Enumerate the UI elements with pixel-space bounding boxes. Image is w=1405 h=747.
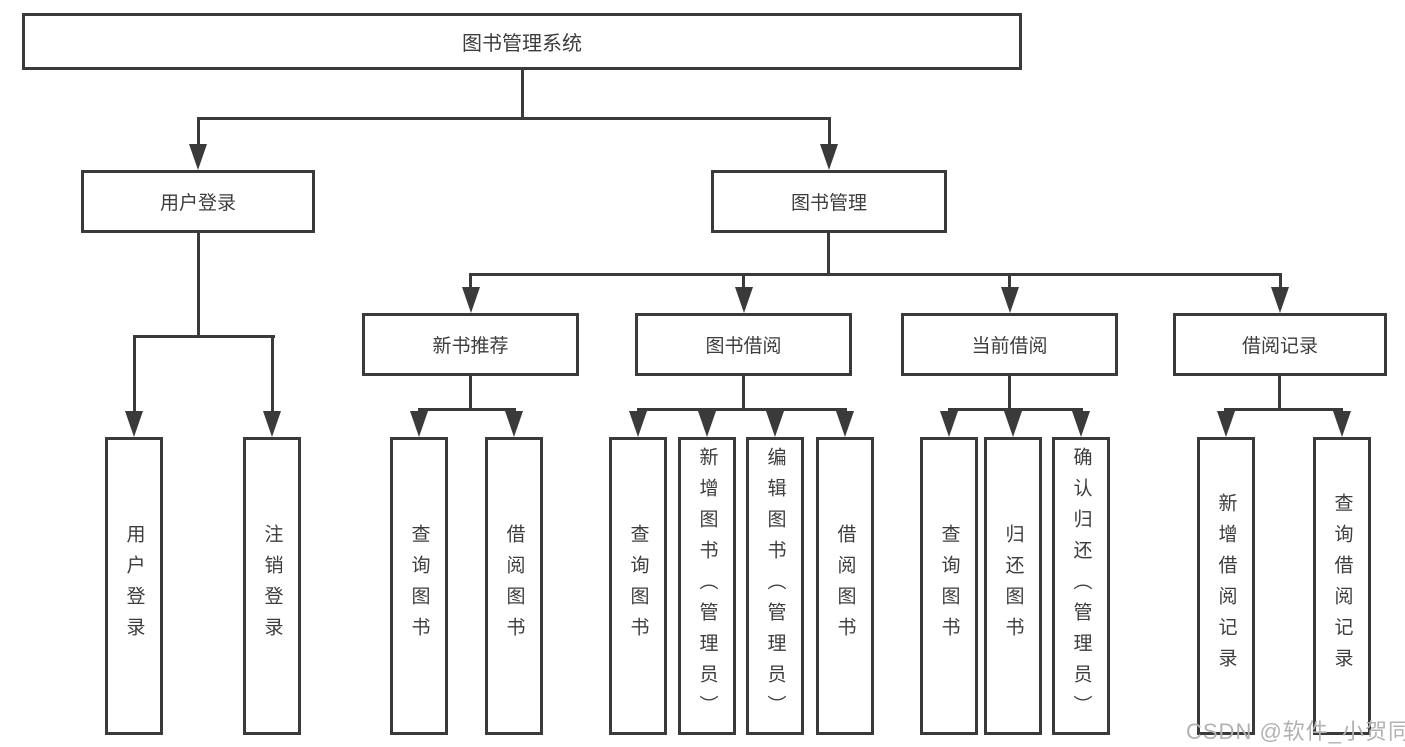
- connector-newbook-branch: [418, 408, 516, 411]
- arrow-down-icon: [263, 411, 281, 437]
- leaf-add-book-admin: 新增图书（管理员）: [678, 437, 736, 735]
- connector-records-stem: [1278, 376, 1281, 408]
- node-user-login: 用户登录: [81, 170, 315, 233]
- node-root-label: 图书管理系统: [462, 33, 582, 55]
- leaf-add-borrow-record: 新增借阅记录: [1197, 437, 1255, 735]
- node-new-book-recommend: 新书推荐: [362, 313, 579, 376]
- connector-newbook-stem: [469, 376, 472, 408]
- leaf-label: 查询图书: [938, 524, 960, 648]
- leaf-label: 查询图书: [627, 524, 649, 648]
- connector-bookmgmt-drop-2: [742, 273, 745, 289]
- leaf-label: 用户登录: [123, 524, 145, 648]
- leaf-label: 编辑图书（管理员）: [764, 446, 786, 726]
- leaf-query-book-1: 查询图书: [390, 437, 448, 735]
- leaf-label: 借阅图书: [834, 524, 856, 648]
- leaf-label: 确认归还（管理员）: [1070, 446, 1092, 726]
- connector-userlogin-right-drop: [271, 335, 274, 411]
- leaf-borrow-book-1: 借阅图书: [485, 437, 543, 735]
- leaf-query-book-2: 查询图书: [609, 437, 667, 735]
- node-current-borrow-label: 当前借阅: [971, 336, 1048, 357]
- arrow-down-icon: [820, 144, 838, 170]
- arrow-down-icon: [410, 411, 428, 437]
- connector-root-right-drop: [828, 117, 831, 145]
- connector-root-branch: [197, 117, 831, 120]
- connector-bookmgmt-branch: [469, 273, 1282, 276]
- leaf-query-borrow-record: 查询借阅记录: [1313, 437, 1371, 735]
- leaf-logout: 注销登录: [243, 437, 301, 735]
- arrow-down-icon: [462, 287, 480, 313]
- connector-userlogin-branch: [133, 335, 275, 338]
- connector-bookborrow-stem: [742, 376, 745, 408]
- node-book-borrow: 图书借阅: [635, 313, 852, 376]
- leaf-confirm-return-admin: 确认归还（管理员）: [1052, 437, 1110, 735]
- node-book-borrow-label: 图书借阅: [705, 336, 782, 357]
- leaf-edit-book-admin: 编辑图书（管理员）: [746, 437, 804, 735]
- arrow-down-icon: [1217, 411, 1235, 437]
- arrow-down-icon: [1271, 287, 1289, 313]
- node-book-management-label: 图书管理: [790, 193, 867, 214]
- arrow-down-icon: [1333, 411, 1351, 437]
- leaf-label: 归还图书: [1002, 524, 1024, 648]
- connector-bookmgmt-drop-1: [469, 273, 472, 289]
- node-book-management: 图书管理: [711, 170, 947, 233]
- arrow-down-icon: [836, 411, 854, 437]
- connector-bookmgmt-stem: [827, 233, 830, 273]
- arrow-down-icon: [189, 144, 207, 170]
- node-current-borrow: 当前借阅: [901, 313, 1118, 376]
- leaf-label: 借阅图书: [503, 524, 525, 648]
- node-user-login-label: 用户登录: [159, 193, 236, 214]
- connector-bookmgmt-drop-3: [1008, 273, 1011, 289]
- connector-root-stem: [521, 70, 524, 117]
- connector-currentborrow-branch: [948, 408, 1083, 411]
- connector-userlogin-left-drop: [133, 335, 136, 411]
- leaf-label: 新增借阅记录: [1215, 493, 1237, 679]
- leaf-query-book-3: 查询图书: [920, 437, 978, 735]
- node-root: 图书管理系统: [22, 13, 1022, 70]
- leaf-label: 查询图书: [408, 524, 430, 648]
- leaf-label: 查询借阅记录: [1331, 493, 1353, 679]
- arrow-down-icon: [629, 411, 647, 437]
- arrow-down-icon: [766, 411, 784, 437]
- arrow-down-icon: [1072, 411, 1090, 437]
- leaf-borrow-book-2: 借阅图书: [816, 437, 874, 735]
- connector-bookborrow-branch: [637, 408, 847, 411]
- leaf-return-book: 归还图书: [984, 437, 1042, 735]
- arrow-down-icon: [125, 411, 143, 437]
- node-borrow-records: 借阅记录: [1173, 313, 1387, 376]
- leaf-label: 注销登录: [261, 524, 283, 648]
- arrow-down-icon: [1004, 411, 1022, 437]
- connector-root-left-drop: [197, 117, 200, 145]
- arrow-down-icon: [505, 411, 523, 437]
- connector-userlogin-stem: [197, 233, 200, 335]
- connector-currentborrow-stem: [1008, 376, 1011, 408]
- watermark: CSDN @软件_小贺同学: [1186, 719, 1405, 744]
- node-borrow-records-label: 借阅记录: [1241, 336, 1318, 357]
- arrow-down-icon: [735, 287, 753, 313]
- arrow-down-icon: [940, 411, 958, 437]
- connector-records-branch: [1224, 408, 1343, 411]
- leaf-label: 新增图书（管理员）: [696, 446, 718, 726]
- arrow-down-icon: [698, 411, 716, 437]
- connector-bookmgmt-drop-4: [1279, 273, 1282, 289]
- node-new-book-recommend-label: 新书推荐: [432, 336, 509, 357]
- arrow-down-icon: [1001, 287, 1019, 313]
- leaf-user-login: 用户登录: [105, 437, 163, 735]
